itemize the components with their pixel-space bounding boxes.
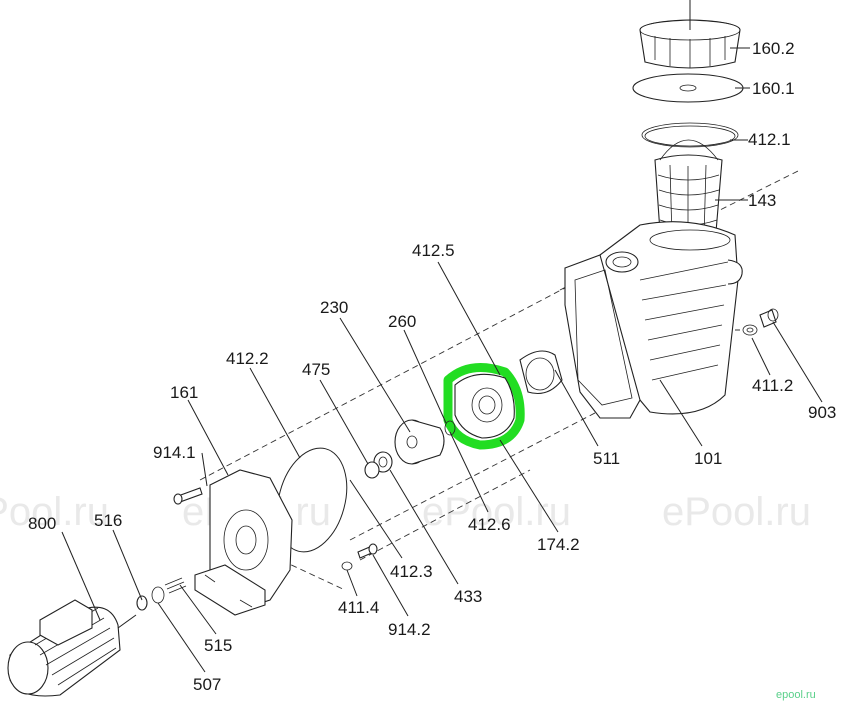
leader-lines: [61, 47, 823, 673]
watermark-left: ePool.ru: [0, 490, 109, 534]
part-515-spring: [164, 577, 187, 594]
part-160-1-cover-disc: [632, 73, 744, 103]
label-412-1: 412.1: [748, 130, 791, 149]
label-412-6: 412.6: [468, 515, 511, 534]
label-475: 475: [302, 360, 330, 379]
label-161: 161: [170, 383, 198, 402]
brand-logo-text: epool.ru: [776, 689, 816, 701]
label-412-3: 412.3: [390, 562, 433, 581]
label-160-2: 160.2: [752, 39, 795, 58]
part-511-diffuser: [519, 350, 563, 395]
label-160-1: 160.1: [752, 79, 795, 98]
label-143: 143: [748, 191, 776, 210]
label-412-5: 412.5: [412, 241, 455, 260]
part-174-2-highlighted: [443, 363, 525, 450]
watermark-right: ePool.ru: [662, 490, 811, 534]
label-511: 511: [593, 449, 620, 468]
label-914-1: 914.1: [153, 443, 196, 462]
label-260: 260: [388, 312, 416, 331]
label-101: 101: [694, 449, 722, 468]
part-433-mech-seal: [364, 451, 393, 479]
part-914-2-screw: [357, 543, 378, 559]
label-507: 507: [193, 675, 221, 694]
label-411-4: 411.4: [338, 598, 379, 617]
part-101-pump-housing: [564, 221, 743, 419]
label-174-2: 174.2: [537, 535, 580, 554]
part-507-ring: [151, 586, 165, 604]
part-903-drain-plug: [759, 308, 779, 328]
part-160-2-lid: [639, 0, 741, 69]
label-516: 516: [94, 511, 122, 530]
part-412-6-oring: [444, 420, 456, 436]
label-230: 230: [320, 298, 348, 317]
part-412-1-oring: [641, 122, 739, 148]
watermark-center-right: ePool.ru: [422, 490, 571, 534]
part-411-4-washer: [341, 561, 353, 571]
part-161-seal-plate: [194, 469, 293, 616]
part-516-sleeve: [136, 595, 148, 611]
label-515: 515: [204, 636, 232, 655]
label-800: 800: [28, 514, 56, 533]
part-230-impeller: [394, 419, 445, 465]
part-800-motor: [7, 599, 137, 697]
label-412-2: 412.2: [226, 349, 269, 368]
label-433: 433: [454, 587, 482, 606]
part-labels: 160.2 160.1 412.1 143 412.5 230 260 412.…: [28, 39, 836, 694]
part-914-1-screw: [173, 487, 203, 505]
label-411-2: 411.2: [752, 376, 793, 395]
label-903: 903: [808, 403, 836, 422]
part-411-2-washer: [742, 324, 758, 336]
part-412-2-large-oring: [276, 447, 348, 553]
label-914-2: 914.2: [388, 620, 431, 639]
